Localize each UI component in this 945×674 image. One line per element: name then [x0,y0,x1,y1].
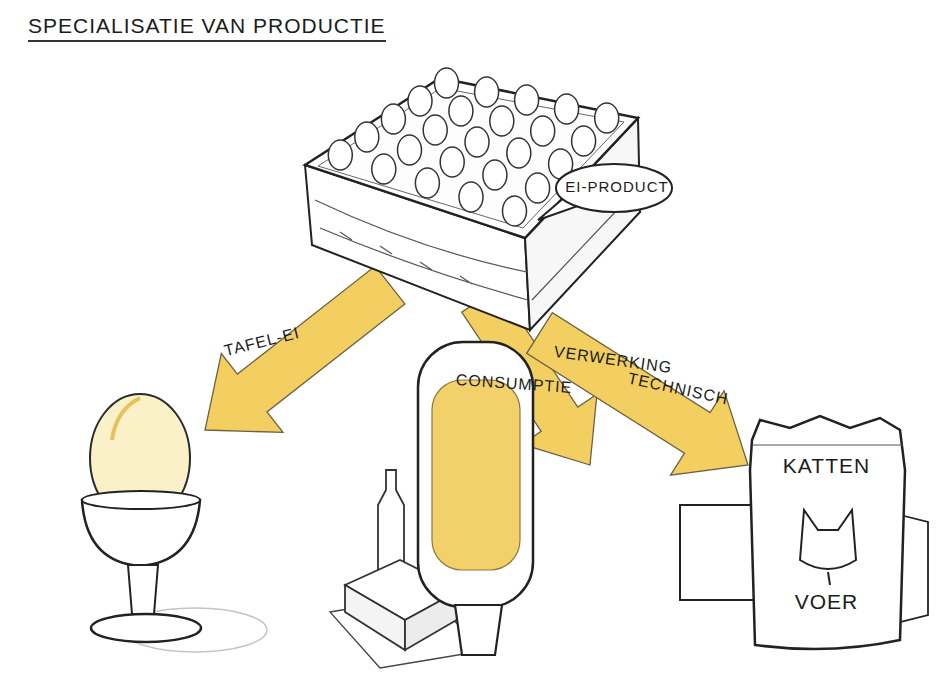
cat-food-bag: KATTEN VOER [748,418,905,653]
egg [515,85,539,115]
arrow-label: CONSUMPTIE [455,371,573,397]
diagram-title: SPECIALISATIE VAN PRODUCTIE [28,14,386,42]
flow-arrow [527,313,748,475]
bag-fold [752,444,903,445]
egg [475,77,499,107]
egg [531,116,555,146]
egg-cup-rim [82,491,200,509]
mayonnaise-fill [432,380,520,570]
egg [423,115,447,145]
egg [398,135,422,165]
cat-symbol [800,510,856,585]
egg [595,103,619,133]
egg [526,173,550,203]
callout-text: EI-PRODUCT [555,178,679,195]
egg [372,154,396,184]
egg [355,122,379,152]
small-bottle [378,470,404,570]
package-box-side [345,585,405,650]
egg-highlight [112,398,140,440]
egg [490,106,514,136]
egg [408,86,432,116]
egg [483,160,507,190]
egg-tray: EI-PRODUCT [305,78,640,333]
callout-bubble [556,164,672,212]
egg [465,127,489,157]
flow-arrow [205,266,405,432]
egg [440,147,464,177]
egg-cup-base [91,614,201,642]
egg [555,94,579,124]
egg [503,196,527,226]
egg [435,68,459,98]
egg [381,104,405,134]
arrow-label: VERWERKING [553,343,673,377]
bag-label: VOER [748,590,905,614]
arrow-label: TECHNISCH [626,370,730,409]
arrow-label: TAFEL-EI [222,324,301,360]
egg [507,138,531,168]
egg [449,96,473,126]
egg [328,140,352,170]
egg [572,126,596,156]
egg-cup-stem [128,565,158,614]
tray-rim [305,78,638,238]
egg [459,182,483,212]
egg [415,168,439,198]
mayonnaise-bottle [418,342,533,607]
bottle-cap [455,605,502,655]
cat-food-bag [750,416,905,649]
bag-label: KATTEN [748,454,905,478]
